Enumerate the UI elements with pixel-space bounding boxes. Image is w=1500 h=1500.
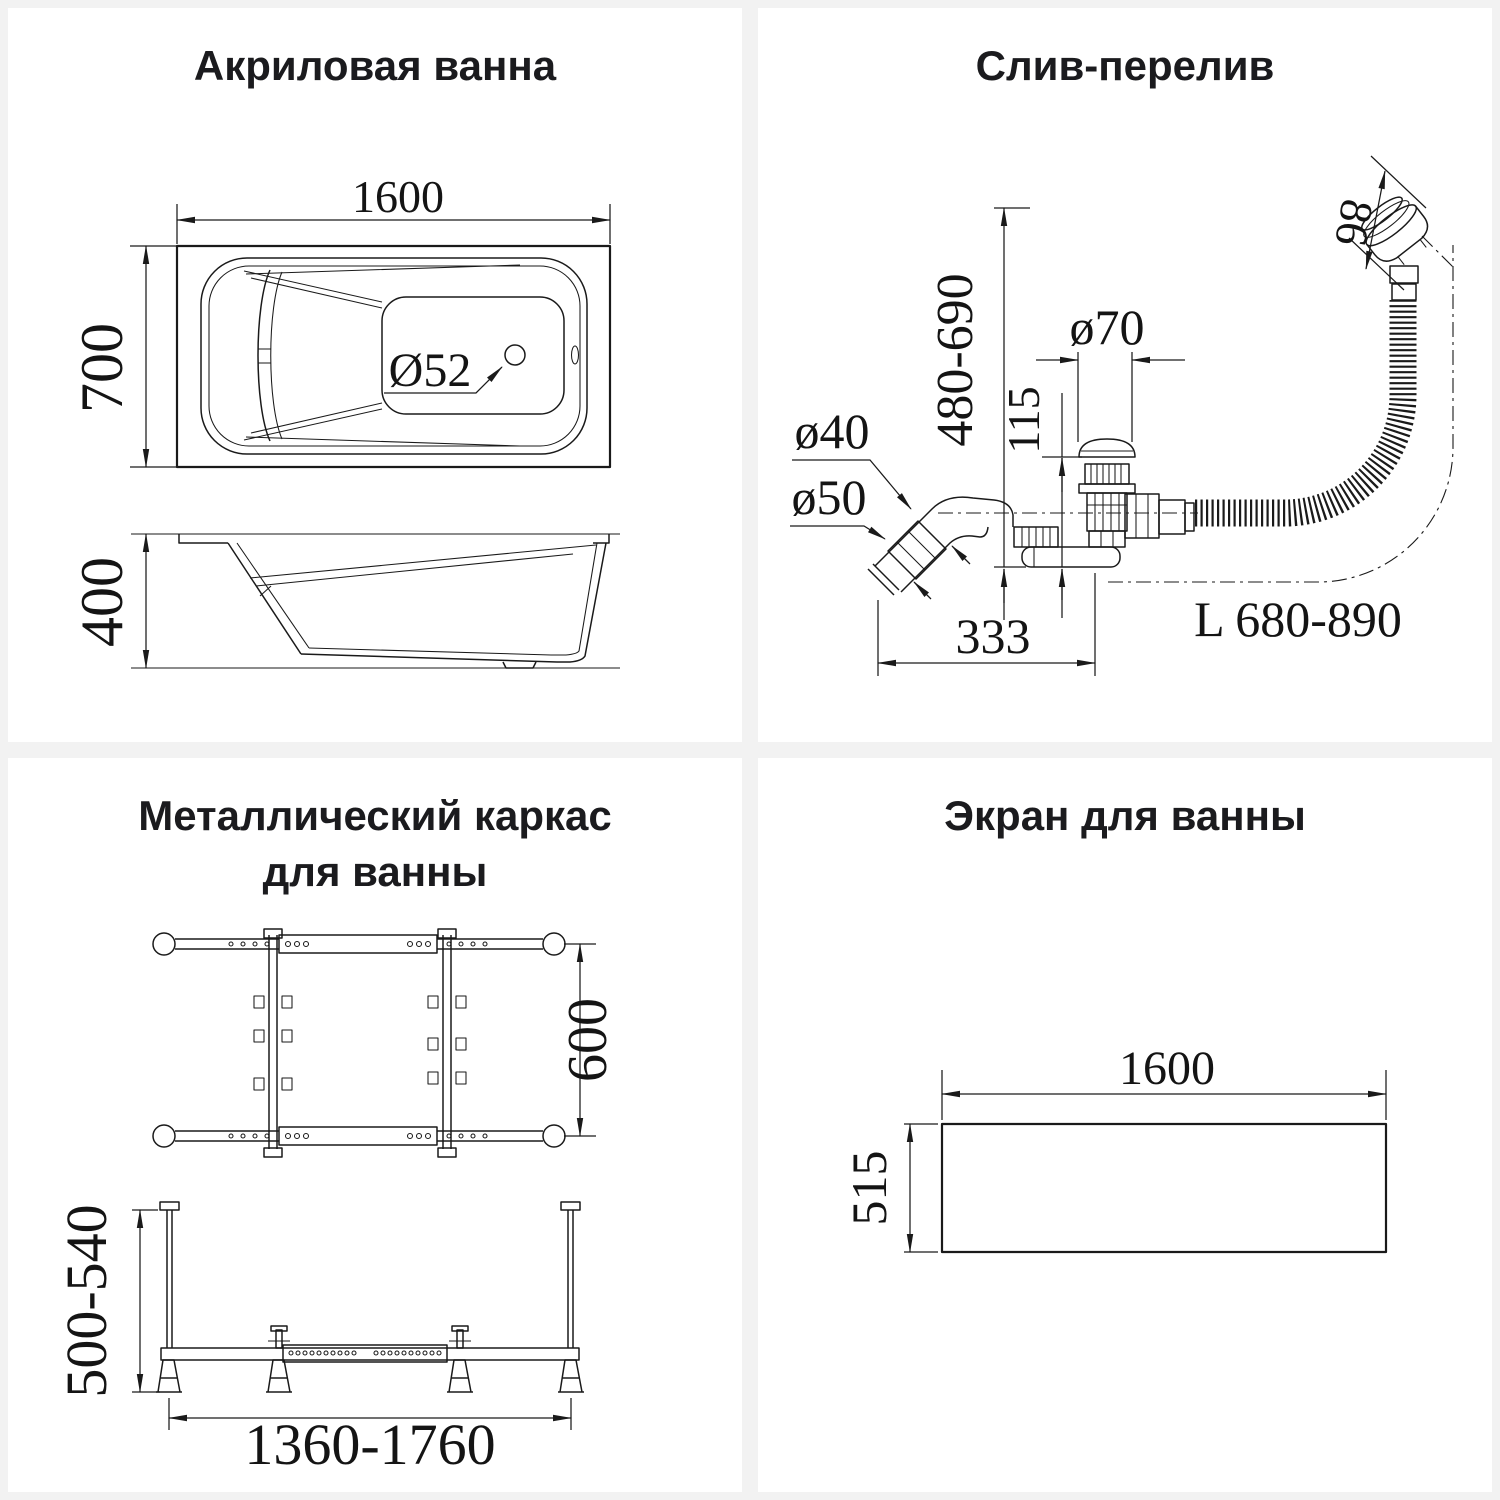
panel-screen-title: Экран для ванны: [944, 792, 1306, 839]
outlet-elbow: [867, 496, 1014, 596]
dim-screen-height: 515: [841, 1151, 897, 1226]
bathtub-drawing: Ø52 1600 700: [69, 171, 620, 669]
dim-cap-diameter-label: ø70: [1070, 299, 1145, 355]
panel-frame-title-line2: для ванны: [262, 848, 488, 895]
frame-top-view: [152, 928, 566, 1158]
dim-outlet-diameter: ø50: [790, 469, 932, 600]
dim-pipe-diameter: ø40: [792, 403, 971, 565]
dim-bathtub-drain: Ø52: [389, 344, 472, 397]
screen-outline: [940, 1122, 1388, 1254]
corrugated-hose: [1195, 300, 1417, 527]
panel-drain: Слив-перелив: [758, 8, 1492, 742]
panel-frame: Металлический каркас для ванны: [8, 758, 742, 1492]
dim-horizontal-offset-label: 333: [956, 608, 1031, 664]
panel-bathtub: Акриловая ванна Ø52 1600: [8, 8, 742, 742]
dim-bathtub-depth: 400: [69, 557, 135, 647]
dim-cap-diameter: ø70: [1036, 299, 1185, 442]
dim-bathtub-width: 700: [69, 323, 135, 413]
dim-horizontal-offset: 333: [877, 573, 1096, 676]
rail-perforation: [288, 1350, 442, 1356]
frame-dim-depth: 600: [557, 943, 619, 1137]
frame-dim-length: 1360-1760: [168, 1398, 572, 1477]
dim-install-height: 480-690: [927, 207, 1030, 620]
dim-bathtub-length: 1600: [352, 171, 444, 222]
rail-holes: [228, 940, 488, 1140]
dim-pipe-diameter-label: ø40: [795, 403, 870, 459]
frame-legs: [156, 1325, 584, 1393]
dim-overflow-size: 86: [1325, 196, 1383, 250]
panel-screen: Экран для ванны 1600 515: [758, 758, 1492, 1492]
dim-frame-height: 500-540: [54, 1204, 119, 1397]
panel-bathtub-title: Акриловая ванна: [193, 42, 557, 89]
bathtub-dim-width: 700: [69, 245, 177, 468]
frame-front-view: [156, 1201, 584, 1393]
dim-valve-height-label: 115: [998, 386, 1049, 453]
drain-drawing: 86: [790, 155, 1454, 676]
bathtub-side-view: [131, 533, 620, 669]
dim-frame-length: 1360-1760: [244, 1412, 495, 1477]
bathtub-dim-length: 1600: [176, 171, 611, 244]
dim-hose-length-label: L 680-890: [1194, 591, 1402, 647]
dim-frame-depth: 600: [557, 998, 619, 1082]
drain-hole: [504, 344, 526, 366]
dim-outlet-diameter-label: ø50: [792, 469, 867, 525]
panel-frame-title: Металлический каркас для ванны: [8, 788, 742, 900]
channel-clips: [253, 995, 467, 1091]
dim-screen-length: 1600: [1119, 1042, 1215, 1095]
frame-dim-height: 500-540: [54, 1204, 160, 1398]
panel-frame-title-line1: Металлический каркас: [138, 792, 612, 839]
drain-valve: [1013, 438, 1195, 568]
overflow-hole: [570, 345, 580, 365]
dim-valve-height: 115: [998, 386, 1082, 618]
bathtub-dim-depth: 400: [69, 533, 150, 669]
dim-install-height-label: 480-690: [927, 273, 984, 446]
panel-drain-title: Слив-перелив: [975, 42, 1275, 89]
screen-dim-length: 1600: [941, 1042, 1387, 1120]
dim-overflow: 86: [1325, 155, 1427, 291]
frame-drawing: 600: [54, 928, 619, 1477]
screen-drawing: 1600 515: [841, 1042, 1388, 1254]
screen-dim-height: 515: [841, 1123, 938, 1253]
bathtub-top-view: Ø52: [175, 244, 612, 469]
